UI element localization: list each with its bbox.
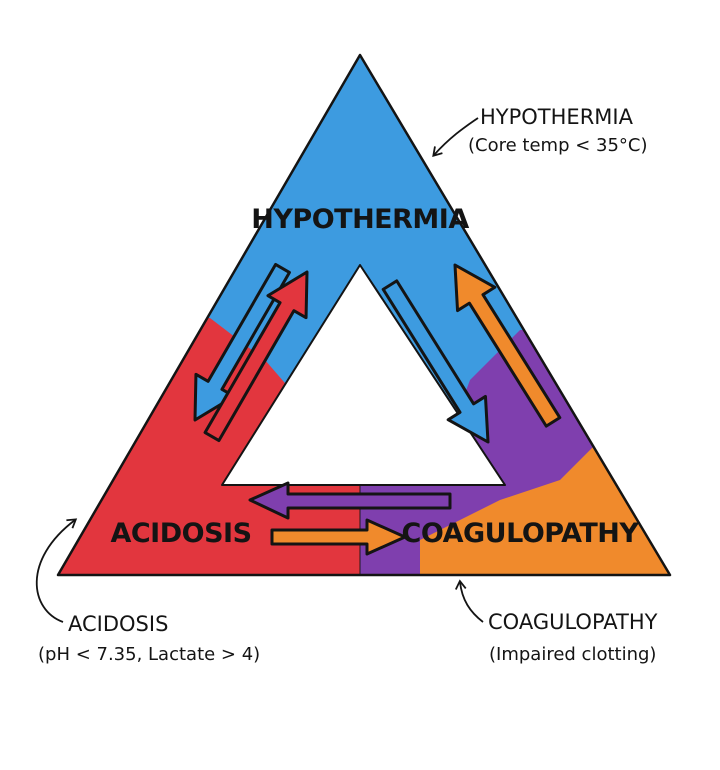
red-region xyxy=(58,318,360,575)
annotation-coagulopathy-arrow xyxy=(454,579,484,623)
vertex-label-acidosis: ACIDOSIS xyxy=(110,518,251,549)
arrow-acidosis-to-hypothermia xyxy=(203,270,309,443)
arrow-acidosis-to-coagulopathy xyxy=(270,518,407,556)
annotation-hypothermia-arrow xyxy=(432,117,479,158)
arrow-coagulopathy-to-hypothermia xyxy=(453,263,562,428)
annotation-hypothermia-title: HYPOTHERMIA xyxy=(480,105,634,129)
arrow-coagulopathy-to-acidosis xyxy=(248,481,452,520)
annotation-acidosis-title: ACIDOSIS xyxy=(68,612,168,636)
annotation-acidosis-detail: (pH < 7.35, Lactate > 4) xyxy=(38,644,260,665)
cycle-arrows xyxy=(193,262,562,556)
annotation-coagulopathy-detail: (Impaired clotting) xyxy=(489,644,656,665)
annotation-hypothermia-detail: (Core temp < 35°C) xyxy=(468,135,648,156)
annotation-coagulopathy: COAGULOPATHY (Impaired clotting) xyxy=(454,579,658,665)
vertex-label-hypothermia: HYPOTHERMIA xyxy=(251,204,469,235)
annotation-coagulopathy-title: COAGULOPATHY xyxy=(488,610,658,634)
vertex-label-coagulopathy: COAGULOPATHY xyxy=(402,518,640,549)
annotation-acidosis-arrow xyxy=(35,518,78,623)
annotation-acidosis: ACIDOSIS (pH < 7.35, Lactate > 4) xyxy=(35,518,260,665)
annotation-hypothermia: HYPOTHERMIA (Core temp < 35°C) xyxy=(432,105,648,158)
arrow-hypothermia-to-coagulopathy xyxy=(381,279,490,444)
